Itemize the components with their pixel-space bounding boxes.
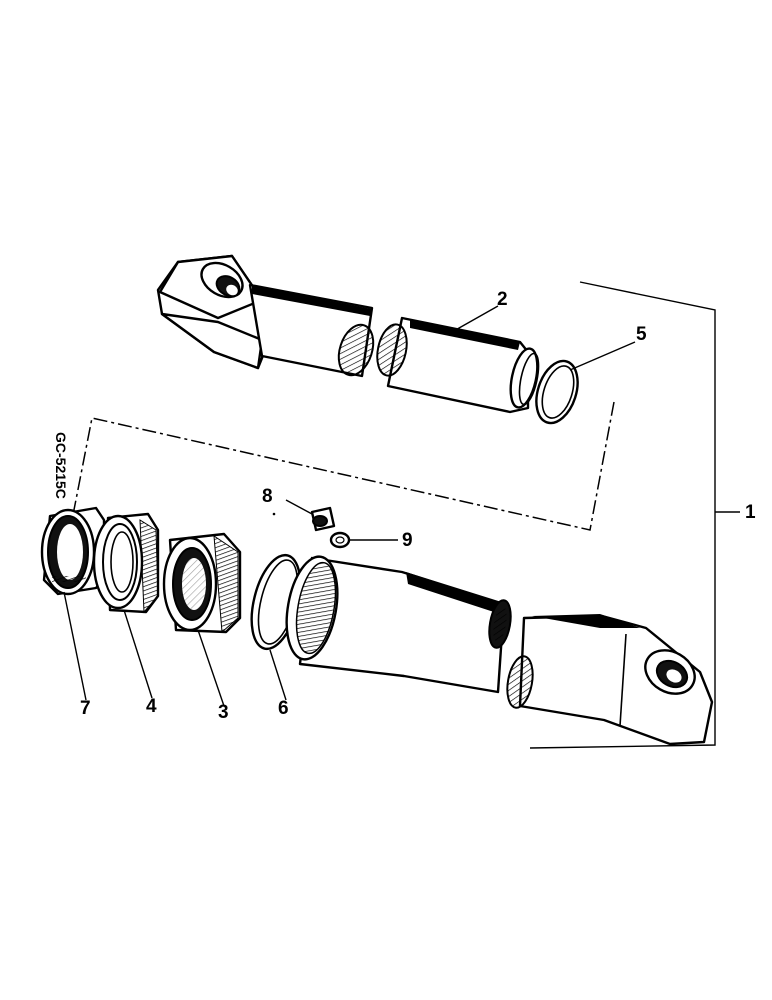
callout-9: 9 [402,530,413,551]
assembly-bracket [529,281,740,749]
callout-2: 2 [497,289,508,310]
figure-reference-code: GC-5215C [53,432,69,499]
piston-3 [162,532,242,634]
callout-7: 7 [80,698,91,719]
snap-ring-5 [535,359,579,425]
callout-6: 6 [278,698,289,719]
piston-rod [156,254,540,414]
seal-washer-9 [329,531,351,549]
callout-3: 3 [218,702,229,723]
callout-8: 8 [262,486,273,507]
callout-4: 4 [146,696,157,717]
cylinder-end-eye [506,614,714,746]
grease-fitting-8 [272,506,336,532]
leader-lines [63,305,636,707]
assembly-line [71,401,615,531]
callout-1: 1 [745,502,756,523]
rod-guide-4 [92,512,160,614]
callout-5: 5 [636,324,647,345]
cylinder-barrel [285,555,512,694]
